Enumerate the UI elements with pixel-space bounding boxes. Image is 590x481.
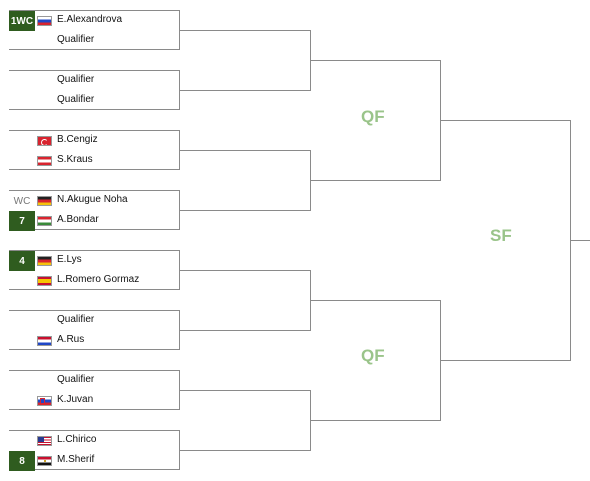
player-name[interactable]: E.Alexandrova: [57, 14, 123, 25]
player-slot[interactable]: L.Chirico: [9, 431, 180, 451]
match-2[interactable]: Qualifier Qualifier: [9, 70, 180, 110]
spain-flag-icon: [37, 276, 52, 286]
connector-line: [440, 120, 570, 121]
connector-line: [180, 90, 310, 91]
connector-line: [180, 150, 310, 151]
austria-flag-icon: [37, 156, 52, 166]
seed-badge: 1WC: [9, 11, 35, 31]
match-3[interactable]: B.Cengiz S.Kraus: [9, 130, 180, 170]
connector-line: [310, 300, 440, 301]
germany-flag-icon: [37, 256, 52, 266]
player-name[interactable]: B.Cengiz: [57, 134, 98, 145]
connector-line: [180, 210, 310, 211]
player-slot[interactable]: 1WC E.Alexandrova: [9, 11, 180, 31]
player-slot[interactable]: 8 M.Sherif: [9, 451, 180, 471]
player-slot[interactable]: Qualifier: [9, 371, 180, 391]
player-slot[interactable]: Qualifier: [9, 311, 180, 331]
connector-line: [310, 180, 440, 181]
connector-line: [180, 450, 310, 451]
connector-line: [440, 360, 570, 361]
match-5[interactable]: 4 E.Lys L.Romero Gormaz: [9, 250, 180, 290]
player-slot[interactable]: WC N.Akugue Noha: [9, 191, 180, 211]
connector-line: [180, 30, 310, 31]
connector-line: [180, 390, 310, 391]
netherlands-flag-icon: [37, 336, 52, 346]
match-7[interactable]: Qualifier K.Juvan: [9, 370, 180, 410]
germany-flag-icon: [37, 196, 52, 206]
player-name[interactable]: N.Akugue Noha: [57, 194, 128, 205]
player-name[interactable]: S.Kraus: [57, 154, 93, 165]
round-label-qf: QF: [361, 107, 385, 126]
player-name[interactable]: A.Rus: [57, 334, 85, 345]
match-1[interactable]: 1WC E.Alexandrova Qualifier: [9, 10, 180, 50]
slovenia-flag-icon: [37, 396, 52, 406]
connector-line: [570, 240, 590, 241]
player-slot[interactable]: L.Romero Gormaz: [9, 271, 180, 291]
connector-line: [180, 270, 310, 271]
hungary-flag-icon: [37, 216, 52, 226]
player-name[interactable]: Qualifier: [57, 74, 95, 85]
seed-badge: 7: [9, 211, 35, 231]
player-name[interactable]: M.Sherif: [57, 454, 95, 465]
player-slot[interactable]: S.Kraus: [9, 151, 180, 171]
player-slot[interactable]: 4 E.Lys: [9, 251, 180, 271]
egypt-flag-icon: [37, 456, 52, 466]
round-label-sf: SF: [490, 226, 512, 245]
player-name[interactable]: Qualifier: [57, 94, 95, 105]
player-slot[interactable]: B.Cengiz: [9, 131, 180, 151]
player-name[interactable]: E.Lys: [57, 254, 82, 265]
player-slot[interactable]: A.Rus: [9, 331, 180, 351]
player-slot[interactable]: 7 A.Bondar: [9, 211, 180, 231]
player-name[interactable]: A.Bondar: [57, 214, 99, 225]
connector-line: [310, 60, 440, 61]
match-8[interactable]: L.Chirico 8 M.Sherif: [9, 430, 180, 471]
player-slot[interactable]: Qualifier: [9, 31, 180, 51]
wildcard-label: WC: [13, 195, 31, 207]
seed-badge: 4: [9, 251, 35, 271]
player-name[interactable]: L.Romero Gormaz: [57, 274, 140, 285]
turkey-flag-icon: [37, 136, 52, 146]
match-4[interactable]: WC N.Akugue Noha 7 A.Bondar: [9, 190, 180, 231]
match-6[interactable]: Qualifier A.Rus: [9, 310, 180, 350]
seed-badge: 8: [9, 451, 35, 471]
player-name[interactable]: L.Chirico: [57, 434, 97, 445]
russia-flag-icon: [37, 16, 52, 26]
player-name[interactable]: Qualifier: [57, 34, 95, 45]
usa-flag-icon: [37, 436, 52, 446]
round-label-qf: QF: [361, 346, 385, 365]
connector-line: [180, 330, 310, 331]
player-slot[interactable]: K.Juvan: [9, 391, 180, 411]
player-name[interactable]: Qualifier: [57, 314, 95, 325]
player-name[interactable]: K.Juvan: [57, 394, 94, 405]
player-name[interactable]: Qualifier: [57, 374, 95, 385]
connector-line: [310, 420, 440, 421]
player-slot[interactable]: Qualifier: [9, 71, 180, 91]
player-slot[interactable]: Qualifier: [9, 91, 180, 111]
